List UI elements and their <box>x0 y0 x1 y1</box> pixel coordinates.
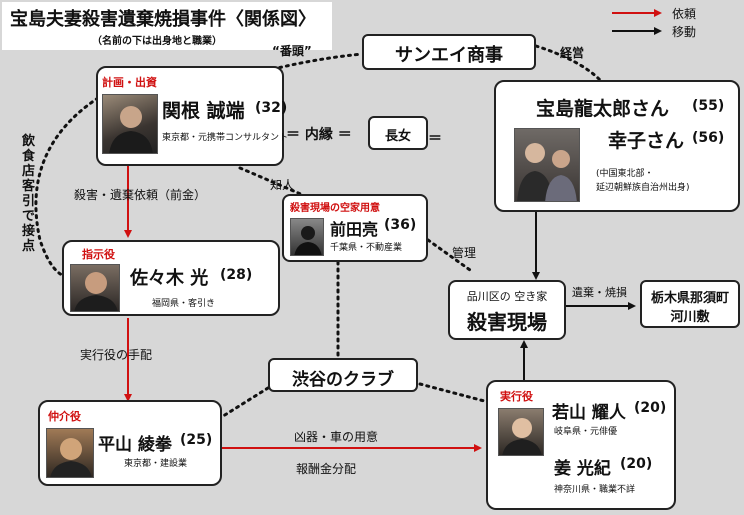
tochigi-line1: 栃木県那須町 <box>650 291 729 306</box>
edge-label-keiei: 経営 <box>560 46 585 60</box>
edge-label-chijin: 知人 <box>270 178 295 192</box>
sekine-box: 計画・出資 関根 誠端 (32) 東京都・元携帯コンサルタント <box>96 66 288 166</box>
sasaki-info: 福岡県・客引き <box>152 299 216 309</box>
diagram-title: 宝島夫妻殺害遺棄焼損事件〈関係図〉 <box>10 9 316 30</box>
victims-info-2: 延辺朝鮮族自治州出身) <box>596 183 690 193</box>
sekine-age: (32) <box>255 100 288 116</box>
edge-label-banto: “番頭” <box>272 44 312 58</box>
daughter-label: 長女 <box>384 129 411 144</box>
sasaki-role: 指示役 <box>82 248 115 261</box>
victim1-name: 宝島龍太郎さん <box>536 98 670 120</box>
victims-info-1: (中国東北部・ <box>596 169 654 179</box>
person-silhouette-icon <box>294 226 322 255</box>
maeda-info: 千葉県・不動産業 <box>330 243 403 253</box>
person-silhouette-icon <box>502 418 542 455</box>
hirayama-name: 平山 綾拳 <box>98 435 172 455</box>
edge-maeda-scene <box>426 238 472 272</box>
kyo-age: (20) <box>620 456 653 472</box>
wakayama-info: 岐阜県・元俳優 <box>554 427 618 437</box>
tochigi-line2: 河川敷 <box>670 310 710 325</box>
hirayama-photo <box>46 428 94 478</box>
sekine-role: 計画・出資 <box>102 76 157 89</box>
maeda-name: 前田亮 <box>330 220 379 239</box>
hirayama-role: 仲介役 <box>48 410 81 423</box>
edge-label-iki: 遺棄・焼損 <box>572 286 627 299</box>
edge-club-hirayama <box>218 386 270 420</box>
wakayama-name: 若山 耀人 <box>552 403 626 423</box>
sasaki-name: 佐々木 光 <box>130 268 209 289</box>
edge-label-kanri: 管理 <box>452 246 477 260</box>
victim2-age: (56) <box>692 130 725 146</box>
two-person-silhouette-icon <box>517 143 577 201</box>
maeda-age: (36) <box>384 217 417 233</box>
edge-sekine-sasaki <box>34 96 100 278</box>
sekine-info: 東京都・元携帯コンサルタント <box>162 133 289 143</box>
wakayama-box: 実行役 若山 耀人 (20) 岐阜県・元俳優 姜 光紀 (20) 神奈川県・職業… <box>486 380 676 510</box>
victims-photo <box>514 128 580 202</box>
club-label: 渋谷のクラブ <box>292 370 394 390</box>
person-silhouette-icon <box>50 438 92 477</box>
hirayama-info: 東京都・建設業 <box>124 459 188 469</box>
edge-label-hoshu: 報酬金分配 <box>296 462 357 476</box>
edge-label-kyoki: 凶器・車の用意 <box>294 430 379 444</box>
edge-label-tehai: 実行役の手配 <box>80 348 153 362</box>
naien-label: ＝ 内縁 ＝ <box>286 127 352 143</box>
edge-club-wakayama <box>418 382 490 404</box>
daughter-box: 長女 <box>368 116 428 150</box>
victim2-name: 幸子さん <box>608 130 685 152</box>
person-silhouette-icon <box>74 272 118 311</box>
hirayama-age: (25) <box>180 432 213 448</box>
maeda-box: 殺害現場の空家用意 前田亮 (36) 千葉県・不動産業 <box>282 194 428 262</box>
wakayama-role: 実行役 <box>500 390 533 403</box>
sasaki-box: 指示役 佐々木 光 (28) 福岡県・客引き <box>62 240 280 316</box>
title-box: 宝島夫妻殺害遺棄焼損事件〈関係図〉 （名前の下は出身地と職業） <box>2 2 332 50</box>
diagram-subtitle: （名前の下は出身地と職業） <box>92 36 222 47</box>
scene-line1: 品川区の 空き家 <box>466 290 548 303</box>
sasaki-age: (28) <box>220 267 253 283</box>
maeda-role: 殺害現場の空家用意 <box>290 203 380 214</box>
maeda-photo <box>290 218 324 256</box>
edge-sekine-maeda <box>238 166 312 200</box>
sekine-photo <box>102 94 158 154</box>
club-box: 渋谷のクラブ <box>268 358 418 392</box>
legend-move-label: 移動 <box>672 25 697 39</box>
scene-line2: 殺害現場 <box>467 310 547 334</box>
sanei-box: サンエイ商事 <box>362 34 536 70</box>
legend-request-label: 依頼 <box>672 7 697 21</box>
sanei-label: サンエイ商事 <box>395 45 503 66</box>
edge-label-kyakuhiki: 飲食店客引で接点 <box>22 134 36 254</box>
wakayama-photo <box>498 408 544 456</box>
edge-sanei-victims <box>534 44 602 82</box>
edge-label-irai: 殺害・遺棄依頼（前金） <box>74 188 207 202</box>
victim1-age: (55) <box>692 98 725 114</box>
tochigi-box: 栃木県那須町 河川敷 <box>640 280 740 328</box>
person-silhouette-icon <box>109 106 153 153</box>
kyo-info: 神奈川県・職業不詳 <box>554 485 636 495</box>
naien-connector: ＝ <box>428 131 442 147</box>
sasaki-photo <box>70 264 120 312</box>
wakayama-age: (20) <box>634 400 667 416</box>
hirayama-box: 仲介役 平山 綾拳 (25) 東京都・建設業 <box>38 400 222 486</box>
sekine-name: 関根 誠端 <box>162 100 245 122</box>
kyo-name: 姜 光紀 <box>554 459 611 479</box>
victims-box: 宝島龍太郎さん (55) 幸子さん (56) (中国東北部・ 延辺朝鮮族自治州出… <box>494 80 740 212</box>
scene-box: 品川区の 空き家 殺害現場 <box>448 280 566 340</box>
